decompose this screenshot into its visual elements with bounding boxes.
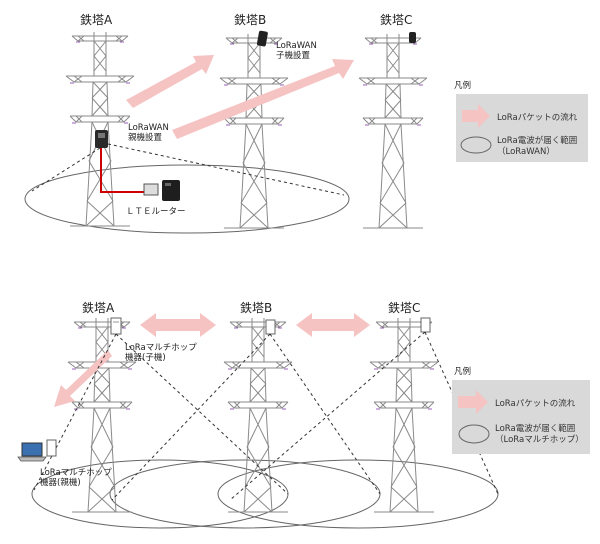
multihop-child-label-line1: LoRaマルチホップ (125, 343, 197, 353)
packet-flow-arrow-a-to-b (126, 55, 214, 108)
legend-box-top: LoRaパケットの流れ LoRa電波が届く範囲 （LoRaWAN） (456, 94, 588, 162)
legend-arrow-text-top: LoRaパケットの流れ (497, 112, 578, 123)
legend-range-text-top-line1: LoRa電波が届く範囲 (497, 135, 577, 146)
multihop-child-device-icon-b (265, 319, 276, 335)
multihop-parent-label-line2: 機器(親機) (40, 477, 81, 488)
legend-range-icon-bottom (458, 424, 490, 444)
packet-flow-arrow-a-to-pc (54, 350, 112, 407)
bottom-diagram: 鉄塔A 鉄塔B 鉄塔C LoRaマルチホップ 機器(子機) (17, 300, 590, 529)
legend-range-text-bottom-line2: （LoRaマルチホップ） (495, 434, 584, 445)
parent-device-icon (95, 130, 108, 148)
tower-a-top (65, 31, 135, 227)
legend-arrow-text-bottom: LoRaパケットの流れ (495, 398, 576, 409)
tower-c-bottom (369, 317, 439, 513)
tower-c-title-bottom: 鉄塔C (388, 300, 420, 315)
legend-title-top: 凡例 (454, 80, 471, 91)
child-device-label-line1: LoRaWAN (276, 41, 317, 51)
laptop-icon (17, 442, 47, 462)
parent-device-label-line2: 親機設置 (128, 132, 163, 143)
packet-flow-arrow-b-c (296, 313, 370, 337)
tower-b-top (219, 33, 289, 229)
packet-flow-arrow-to-c (172, 59, 354, 139)
legend-range-text-top-line2: （LoRaWAN） (497, 146, 555, 157)
packet-flow-arrow-a-b (140, 313, 216, 337)
legend-range-text-bottom-line1: LoRa電波が届く範囲 (495, 423, 575, 434)
tower-c-title-top: 鉄塔C (380, 12, 412, 27)
multihop-parent-device-icon (46, 439, 57, 457)
top-diagram: 鉄塔A 鉄塔B 鉄塔C LoRaWAN 子機設置 LoRaWAN 親機設置 (24, 12, 588, 234)
tower-a-title-bottom: 鉄塔A (82, 300, 115, 315)
multihop-child-label-line2: 機器(子機) (125, 352, 166, 363)
router-cable (100, 148, 146, 193)
lte-router-icon (143, 180, 180, 201)
tower-b-title-bottom: 鉄塔B (240, 300, 272, 315)
multihop-range-lines (33, 331, 499, 501)
legend-title-bottom: 凡例 (454, 366, 471, 377)
legend-arrow-icon-top (462, 104, 490, 128)
lte-router-label: ＬＴＥルーター (126, 207, 186, 217)
tower-a-title-top: 鉄塔A (80, 12, 113, 27)
multihop-child-device-icon-c (420, 317, 431, 333)
legend-arrow-icon-bottom (458, 390, 488, 414)
multihop-parent-label-line1: LoRaマルチホップ (40, 468, 112, 478)
tower-b-title-top: 鉄塔B (234, 12, 266, 27)
child-device-icon (256, 30, 268, 47)
multihop-child-device-icon-a (110, 317, 122, 335)
parent-device-label-line1: LoRaWAN (128, 123, 169, 133)
tower-c-device-icon (409, 32, 416, 43)
legend-range-icon-top (460, 136, 492, 154)
multihop-coverage-range-c (217, 459, 499, 529)
legend-box-bottom: LoRaパケットの流れ LoRa電波が届く範囲 （LoRaマルチホップ） (452, 380, 590, 454)
tower-c-top (358, 33, 428, 229)
lorawan-coverage-range (24, 164, 350, 234)
child-device-label-line2: 子機設置 (276, 50, 311, 61)
